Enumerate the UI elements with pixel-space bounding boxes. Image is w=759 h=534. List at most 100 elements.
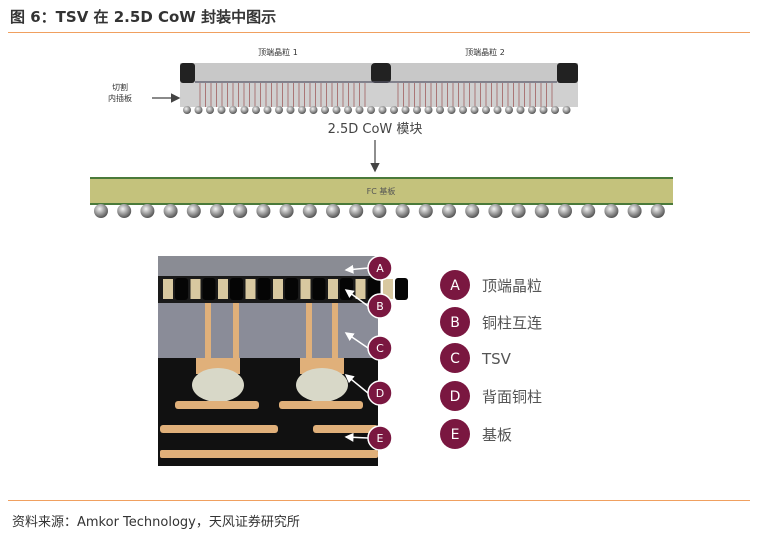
underfill [257,278,271,300]
bump [424,106,433,114]
bump [321,106,329,114]
pointer-arrow-icon [344,332,369,349]
legend-label: 背面铜柱 [482,388,542,406]
bump [401,106,410,114]
solder-ball [256,204,271,218]
callout-letter: E [377,432,384,445]
bump [183,106,191,114]
solder-ball [279,204,294,218]
bump [217,106,226,114]
bump [447,106,456,114]
module-bumps [183,106,571,114]
copper-pillar [163,279,173,299]
copper-pillar [355,279,366,299]
legend-badge [440,307,470,337]
callout-badge [367,255,393,281]
solder-ball [372,204,387,218]
figure-title: 图 6：TSV 在 2.5D CoW 封装中图示 [10,8,277,26]
cross-section-photo [158,256,408,466]
callout-letter: C [376,342,384,355]
pointer-arrow-icon [344,289,369,307]
underfill [395,278,408,300]
bump [528,106,536,114]
solder-ball [418,204,433,218]
tsv-lines [199,83,553,107]
bump [470,106,479,114]
copper-pillar [273,279,283,299]
bump [275,106,283,114]
solder-ball [581,204,596,218]
legend-badge [440,419,470,449]
bump [286,106,295,114]
solder-ball [94,204,108,218]
pointer-arrow-icon [344,432,369,442]
interposer-label-1: 切割 [112,82,128,92]
legend-letter: E [451,427,460,443]
solder-ball [650,204,665,218]
bump [263,106,272,114]
bump [482,106,490,114]
copper-pillar [190,279,201,299]
top-die-1 [195,63,371,82]
bump [252,106,260,114]
bump [459,106,467,114]
bump [378,106,387,114]
mold-block [371,63,391,83]
pointer-arrow-icon [344,374,369,394]
fc-substrate: FC 基板 [90,177,673,218]
callout-letter: D [376,387,384,400]
callout-badge [367,380,393,406]
copper-pillar [218,279,228,299]
callout-letter: A [376,262,384,275]
chip1-label: 顶端晶粒 1 [258,47,298,57]
bump [229,106,237,114]
bump [493,106,502,114]
solder-ball [442,204,456,218]
callout-letter: B [376,300,384,313]
solder-ball [349,204,364,218]
solder-ball [534,204,549,218]
underfill [340,278,353,300]
bump [551,106,559,114]
bump [390,106,398,114]
legend-label: TSV [481,350,512,368]
solder-ball [627,204,642,218]
bump [298,106,306,114]
substrate-balls [94,204,665,218]
legend-label: 基板 [482,426,512,444]
bump [355,106,364,114]
mold-block [180,63,195,83]
pointer-arrow-icon [344,264,369,274]
solder-ball [140,204,155,218]
legend-badge [440,343,470,373]
bump [206,106,214,114]
copper-pillar [300,279,311,299]
solder-ball [558,204,572,218]
underfill [230,278,243,300]
chip2-label: 顶端晶粒 2 [465,47,505,57]
interposer-label-2: 内插板 [108,93,132,103]
bump [562,106,571,114]
bottom-divider [8,500,750,501]
solder-ball [163,204,178,218]
solder-ball [465,204,480,218]
callout-badge [367,425,393,451]
solder-ball [488,204,503,218]
bump [344,106,352,114]
underfill [175,278,188,300]
bump [413,106,421,114]
bump [505,106,513,114]
solder-ball [395,204,410,218]
callouts: A B C D E [344,255,393,451]
underfill [202,278,216,300]
callout-badge [367,293,393,319]
solder-ball [210,204,224,218]
solder-ball [604,204,619,218]
bump [539,106,548,114]
callout-badge [367,335,393,361]
bump [367,106,375,114]
copper-pillar [328,279,338,299]
legend-letter: B [450,315,460,331]
